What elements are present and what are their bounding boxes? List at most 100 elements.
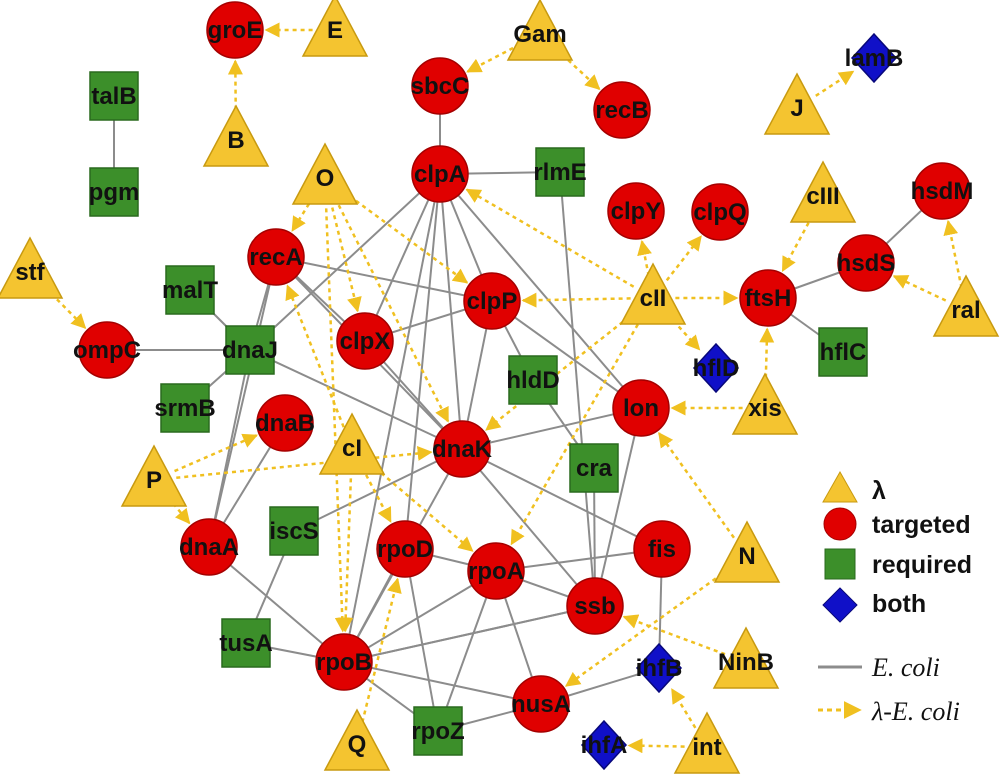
lambda-edge-O-dnaK	[333, 197, 450, 423]
lambda-edge-cII-clpA	[465, 188, 635, 288]
lambda-edge-ral-hsdS	[892, 275, 947, 302]
node-ssb: ssb	[566, 577, 624, 635]
node-label-cIII: cIII	[806, 183, 839, 210]
ecoli-edge-clpA-rpoD	[404, 173, 441, 550]
node-shape-E	[301, 0, 369, 57]
lambda-edge-ral-hsdM	[943, 219, 963, 289]
node-ral: ral	[932, 274, 1000, 337]
node-label-iscS: iscS	[269, 518, 318, 545]
node-shape-xis	[731, 372, 799, 435]
node-lamB: lamB	[845, 32, 903, 84]
node-shape-dnaJ	[225, 325, 275, 375]
node-shape-clpQ	[691, 183, 749, 241]
node-label-dnaB: dnaB	[255, 410, 315, 437]
node-O: O	[291, 142, 359, 205]
node-tusA: tusA	[219, 618, 273, 668]
node-label-tusA: tusA	[219, 630, 272, 657]
node-shape-cI	[318, 412, 386, 475]
node-pgm: pgm	[89, 167, 139, 217]
node-cra: cra	[569, 443, 619, 493]
node-label-rpoZ: rpoZ	[411, 718, 464, 745]
node-shape-hldD	[508, 355, 558, 405]
node-shape-ompC	[78, 321, 136, 379]
node-shape-ihfA	[580, 719, 628, 771]
node-shape-clpA	[411, 145, 469, 203]
lambda-edge-NinB-ssb	[622, 614, 726, 656]
node-label-clpA: clpA	[414, 161, 466, 188]
node-rpoZ: rpoZ	[411, 706, 465, 756]
lambda-edge-Q-rpoD	[361, 577, 402, 723]
node-shape-clpY	[607, 182, 665, 240]
legend-targeted-icon	[823, 507, 857, 541]
legend-targeted-label: targeted	[872, 511, 971, 539]
ecoli-edge-rpoB-ssb	[343, 605, 596, 663]
node-Gam: Gam	[506, 0, 574, 61]
lambda-edge-cII-clpQ	[665, 235, 702, 282]
node-shape-O	[291, 142, 359, 205]
node-label-cI: cI	[342, 435, 362, 462]
node-label-rpoD: rpoD	[377, 536, 433, 563]
node-label-O: O	[316, 165, 335, 192]
node-shape-Q	[323, 708, 391, 771]
legend-lambda-label: λ	[872, 477, 886, 505]
node-Q: Q	[323, 708, 391, 771]
node-ftsH: ftsH	[739, 269, 797, 327]
node-shape-ihfB	[635, 642, 683, 694]
node-label-hldD: hldD	[506, 367, 559, 394]
ecoli-edge-dnaJ-dnaK	[249, 349, 463, 450]
node-shape-Gam	[506, 0, 574, 61]
node-N: N	[713, 520, 781, 583]
node-recA: recA	[247, 228, 305, 286]
node-shape-malT	[165, 265, 215, 315]
node-ihfB: ihfB	[635, 642, 683, 694]
node-shape-pgm	[89, 167, 139, 217]
ecoli-edge-dnaK-fis	[461, 448, 663, 550]
node-label-ssb: ssb	[574, 593, 615, 620]
node-label-ftsH: ftsH	[745, 285, 792, 312]
node-label-hsdM: hsdM	[911, 178, 974, 205]
node-label-malT: malT	[162, 277, 218, 304]
ecoli-edge-clpA-dnaJ	[249, 173, 441, 351]
node-hflC: hflC	[818, 327, 868, 377]
node-label-recB: recB	[595, 97, 648, 124]
node-xis: xis	[731, 372, 799, 435]
node-dnaA: dnaA	[179, 518, 239, 576]
legend-ecoli-label: E. coli	[871, 653, 940, 682]
node-label-talB: talB	[91, 83, 136, 110]
node-shape-hsdS	[837, 234, 895, 292]
lambda-edge-N-nusA	[564, 568, 730, 687]
node-shape-ssb	[566, 577, 624, 635]
node-shape-tusA	[221, 618, 271, 668]
node-shape-recA	[247, 228, 305, 286]
node-shape-rpoA	[467, 542, 525, 600]
ecoli-edge-recA-clpP	[275, 256, 493, 302]
node-shape-nusA	[512, 675, 570, 733]
node-dnaJ: dnaJ	[222, 325, 278, 375]
node-label-dnaA: dnaA	[179, 534, 239, 561]
ecoli-edge-clpA-clpX	[364, 173, 441, 342]
node-cII: cII	[619, 262, 687, 325]
node-groE: groE	[206, 1, 264, 59]
lambda-edge-Gam-sbcC	[466, 43, 521, 73]
lambda-edge-J-lamB	[815, 70, 855, 97]
lambda-edge-cI-rpoD	[361, 467, 392, 523]
node-shape-J	[763, 72, 831, 135]
legend-both-label: both	[872, 590, 926, 618]
node-talB: talB	[89, 71, 139, 121]
lambda-edge-P-dnaB	[174, 433, 258, 473]
node-NinB: NinB	[712, 626, 780, 689]
node-clpY: clpY	[607, 182, 665, 240]
node-shape-sbcC	[411, 57, 469, 115]
node-hsdS: hsdS	[837, 234, 895, 292]
node-cIII: cIII	[789, 160, 857, 223]
node-shape-dnaB	[256, 394, 314, 452]
node-shape-iscS	[269, 506, 319, 556]
node-shape-ftsH	[739, 269, 797, 327]
node-label-nusA: nusA	[511, 691, 571, 718]
node-clpP: clpP	[463, 272, 521, 330]
lambda-edge-O-clpP	[342, 190, 469, 284]
node-label-rpoB: rpoB	[316, 649, 372, 676]
node-label-hflC: hflC	[820, 339, 867, 366]
node-shape-dnaK	[433, 420, 491, 478]
